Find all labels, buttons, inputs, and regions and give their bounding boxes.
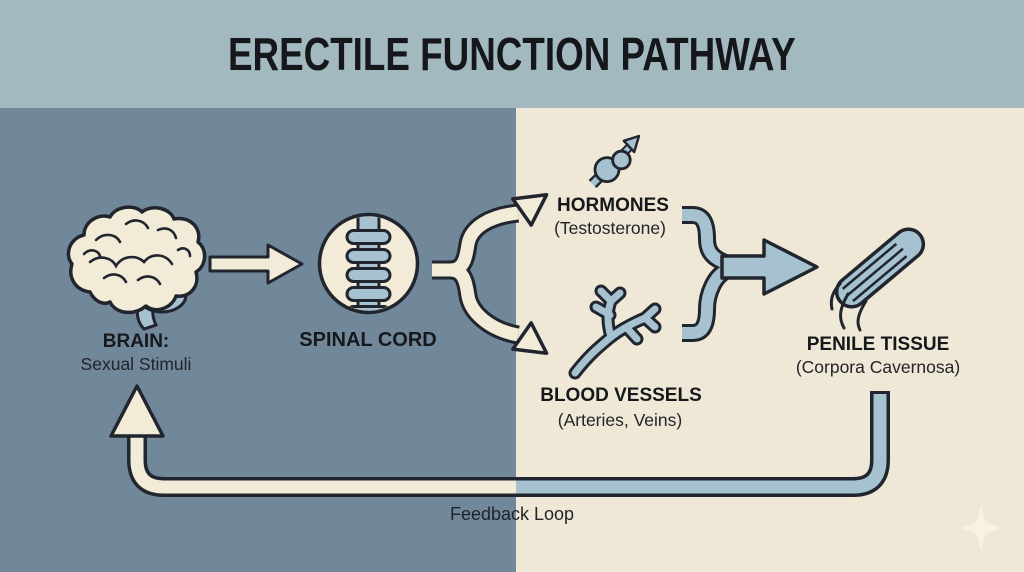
blood-vessels-label: BLOOD VESSELS — [540, 385, 702, 406]
sparkle-icon — [960, 506, 1002, 550]
blood-vessels-icon — [568, 284, 662, 380]
brain-sublabel: Sexual Stimuli — [80, 354, 192, 374]
hormone-molecule-icon — [588, 134, 641, 188]
arrow-brain-to-spinal — [208, 243, 304, 285]
feedback-loop-label: Feedback Loop — [449, 504, 575, 524]
penile-tissue-label: PENILE TISSUE — [806, 334, 950, 355]
brain-label: BRAIN: — [102, 331, 170, 352]
penile-tissue-icon — [829, 227, 926, 332]
page-title: ERECTILE FUNCTION PATHWAY — [228, 28, 796, 80]
brain-icon — [66, 205, 207, 331]
title-banner: ERECTILE FUNCTION PATHWAY — [0, 0, 1024, 108]
hormones-label: HORMONES — [557, 195, 669, 216]
arrow-merge-to-penile — [682, 206, 819, 342]
spinal-cord-icon — [317, 212, 420, 315]
arrow-spinal-split — [432, 193, 549, 355]
blood-vessels-sublabel: (Arteries, Veins) — [557, 410, 683, 430]
hormones-sublabel: (Testosterone) — [554, 218, 666, 238]
spinal-cord-label: SPINAL CORD — [299, 329, 437, 351]
penile-tissue-sublabel: (Corpora Cavernosa) — [795, 357, 961, 377]
feedback-arrowhead — [109, 384, 165, 438]
